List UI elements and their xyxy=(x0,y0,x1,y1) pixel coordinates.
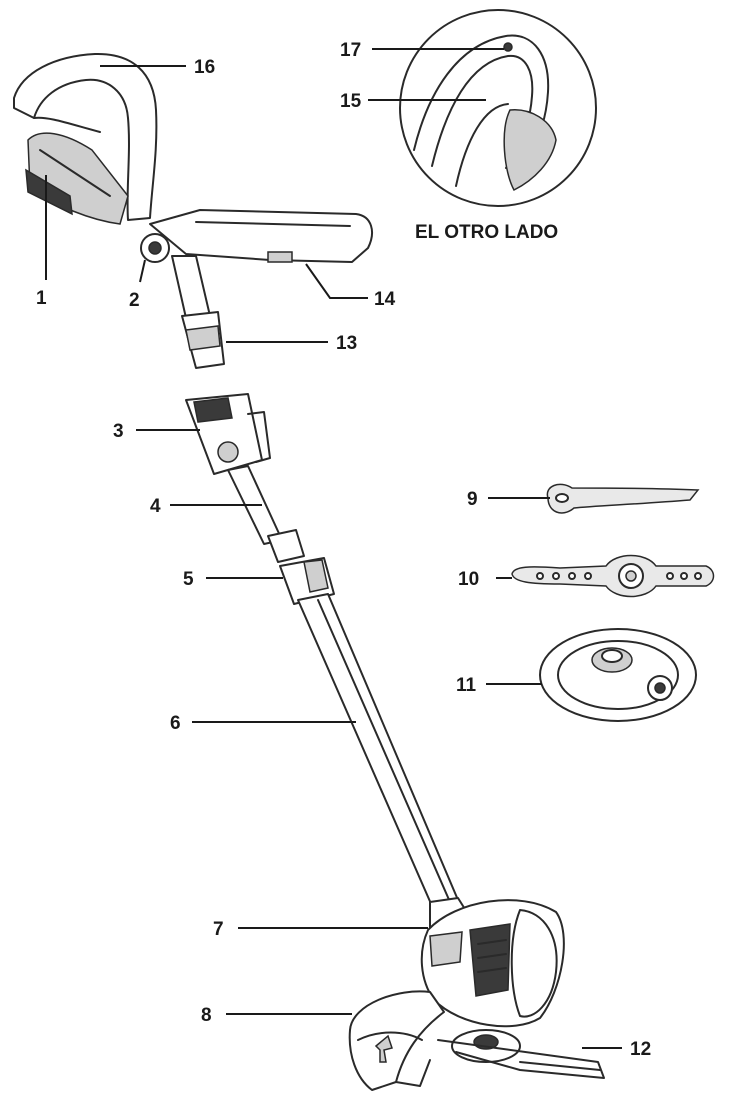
callout-7: 7 xyxy=(213,919,224,940)
lower-shaft xyxy=(297,593,459,907)
callout-10: 10 xyxy=(458,569,479,590)
callout-13: 13 xyxy=(336,333,357,354)
callout-9: 9 xyxy=(467,489,478,510)
motor-housing xyxy=(420,897,565,1028)
inset-other-side xyxy=(399,9,597,207)
blade-disc xyxy=(539,628,697,722)
callout-11: 11 xyxy=(456,675,477,696)
callout-15: 15 xyxy=(340,91,362,112)
inset-caption: EL OTRO LADO xyxy=(415,222,558,243)
callout-14: 14 xyxy=(374,289,396,310)
callout-17: 17 xyxy=(340,40,361,61)
edge-guide-wire xyxy=(437,1039,605,1079)
leader-2 xyxy=(139,259,146,283)
callout-6: 6 xyxy=(170,713,181,734)
leader-14 xyxy=(305,263,368,299)
callout-3: 3 xyxy=(113,421,124,442)
callout-16: 16 xyxy=(194,57,215,78)
telescopic-collar xyxy=(267,529,335,605)
callout-labels: 1 2 3 4 5 6 7 8 9 10 11 12 13 14 15 16 1… xyxy=(36,40,651,1060)
battery-pack xyxy=(185,393,271,475)
upper-shaft xyxy=(171,255,211,319)
callout-5: 5 xyxy=(183,569,194,590)
callout-1: 1 xyxy=(36,288,47,309)
callout-2: 2 xyxy=(129,290,140,311)
leader-lines xyxy=(45,48,622,1049)
callout-4: 4 xyxy=(150,496,161,517)
guard xyxy=(348,990,445,1091)
cutting-blade-single xyxy=(546,483,700,514)
cutting-blade-double xyxy=(511,554,715,598)
shaft-coupler-upper xyxy=(181,311,225,369)
handle-adjust-knob xyxy=(140,233,170,263)
rear-handle xyxy=(13,52,158,225)
front-auxiliary-handle xyxy=(149,209,373,263)
callout-12: 12 xyxy=(630,1039,651,1060)
callout-8: 8 xyxy=(201,1005,212,1026)
